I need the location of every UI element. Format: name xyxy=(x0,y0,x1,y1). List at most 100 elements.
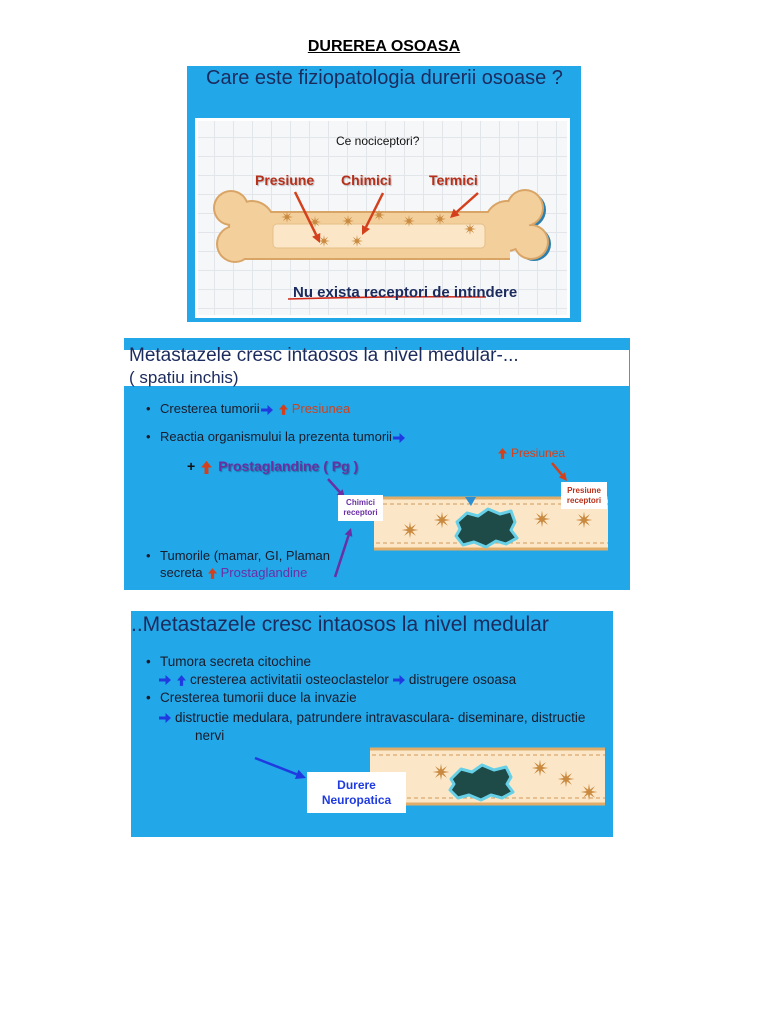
bullet-text: Tumora secreta citochine xyxy=(160,654,312,669)
box-line: receptori xyxy=(343,508,378,517)
bullet-text: Cresterea tumorii xyxy=(160,401,260,416)
arrow-head xyxy=(450,208,460,218)
chemical-receptors-box: Chimici receptori xyxy=(338,495,383,521)
prostaglandin-label: Prostaglandine ( Pg ) xyxy=(218,458,359,474)
star-icon xyxy=(580,783,598,801)
chemical-arrow xyxy=(362,192,385,235)
bone-epiphysis-right xyxy=(485,202,529,250)
pressure-increase-label: Presiunea xyxy=(498,446,565,461)
arrow-head xyxy=(312,233,321,243)
slide-title: ..Metastazele cresc intaosos la nivel me… xyxy=(131,613,549,636)
neuropathic-pain-box: Durere Neuropatica xyxy=(307,772,406,813)
up-arrow-icon xyxy=(177,675,186,686)
bullet-body-reaction: Reactia organismului la prezenta tumorii xyxy=(146,429,409,445)
sub-invasion-effects-continued: nervi xyxy=(195,727,224,744)
slide-physiopathology: Care este fiziopatologia durerii osoase … xyxy=(187,66,581,322)
star-icon xyxy=(351,235,363,247)
star-icon xyxy=(557,770,575,788)
stretch-receptor-note: Nu exista receptori de intindere xyxy=(293,284,518,301)
bullet-tumor-types: Tumorile (mamar, GI, Plaman xyxy=(146,548,330,564)
bone-icon xyxy=(213,189,551,263)
bullet-marker xyxy=(146,690,160,705)
box-line: Presiune xyxy=(567,485,601,495)
arrow-head xyxy=(558,472,567,481)
arrow-head xyxy=(362,225,370,235)
arrow-shaft xyxy=(455,192,479,213)
box-line: Neuropatica xyxy=(321,792,392,807)
star-icon xyxy=(575,511,593,529)
star-icon xyxy=(432,763,450,781)
bullet-marker xyxy=(146,429,160,444)
bone-diagram-panel: Ce nociceptori? Presiune Chimici Termici… xyxy=(195,118,570,318)
bullet-text: Cresterea tumorii duce la invazie xyxy=(160,690,357,705)
pressure-receptors-box: Presiune receptori xyxy=(561,482,607,509)
up-arrow-icon xyxy=(207,568,217,579)
arrow-shaft xyxy=(551,462,563,476)
slide-metastasis-invasion: ..Metastazele cresc intaosos la nivel me… xyxy=(131,611,613,837)
bone-marrow-cavity xyxy=(272,223,486,249)
bullet-text: secreta xyxy=(160,565,203,580)
star-icon xyxy=(433,511,451,529)
slide-title: Care este fiziopatologia durerii osoase … xyxy=(206,67,563,89)
page-title: DUREREA OSOASA xyxy=(307,38,461,55)
sub-result: distrugere osoasa xyxy=(408,672,517,687)
bullet-cytokines: Tumora secreta citochine xyxy=(146,653,311,670)
star-icon xyxy=(342,215,354,227)
right-arrow-icon xyxy=(392,432,405,443)
star-icon xyxy=(281,211,293,223)
sub-invasion-effects: distructie medulara, patrundere intravas… xyxy=(158,709,585,726)
star-icon xyxy=(401,521,419,539)
red-underline xyxy=(287,295,487,300)
right-arrow-icon xyxy=(392,675,405,686)
tumor-blob-icon xyxy=(448,763,515,802)
pressure-arrow xyxy=(293,191,321,243)
bullet-highlight: Prostaglandine xyxy=(220,565,308,580)
box-line: Chimici xyxy=(346,498,375,507)
slide-subtitle: ( spatiu inchis) xyxy=(129,368,239,387)
prostaglandin-increase: + Prostaglandine ( Pg ) xyxy=(187,457,358,475)
up-arrow-icon xyxy=(201,460,213,474)
right-arrow-icon xyxy=(260,404,273,415)
sub-text: cresterea activitatii osteoclastelor xyxy=(190,672,389,687)
bullet-marker xyxy=(146,654,160,669)
sub-text: distructie medulara, patrundere intravas… xyxy=(175,710,586,725)
bullet-tumor-types-continued: secreta Prostaglandine xyxy=(160,565,307,581)
thermal-arrow xyxy=(450,192,479,218)
arrow-head xyxy=(344,528,353,537)
slide3-illustration xyxy=(254,747,605,806)
star-icon xyxy=(531,759,549,777)
nociceptor-question: Ce nociceptori? xyxy=(336,134,420,148)
arrow-shaft xyxy=(254,756,298,776)
neuropathic-pain-arrow xyxy=(254,756,306,779)
arrow-shaft xyxy=(333,535,350,578)
star-icon xyxy=(434,213,446,225)
up-arrow-icon xyxy=(278,404,288,415)
bullet-text: Tumorile (mamar, GI, Plaman xyxy=(160,548,331,563)
label-chemical: Chimici xyxy=(341,172,392,188)
box-line: Durere xyxy=(337,777,376,792)
arrow-shaft xyxy=(293,191,318,236)
label-pressure: Presiune xyxy=(255,172,315,188)
star-icon xyxy=(403,215,415,227)
bullet-marker xyxy=(146,401,160,416)
tumor-blob-icon xyxy=(454,507,519,549)
bullet-text: Reactia organismului la prezenta tumorii xyxy=(160,429,392,444)
pressure-point-marker xyxy=(465,497,476,506)
pressure-label-text: Presiunea xyxy=(511,446,566,460)
bone-diagram xyxy=(213,189,551,300)
box-line: receptori xyxy=(566,495,602,505)
arrow-shaft xyxy=(327,478,341,493)
pressure-arrow xyxy=(551,462,567,481)
title-band xyxy=(124,350,629,386)
star-icon xyxy=(464,223,476,235)
sub-osteoclast-activity: cresterea activitatii osteoclastelor dist… xyxy=(158,671,516,688)
arrow-head xyxy=(294,769,306,779)
star-icon xyxy=(533,510,551,528)
right-arrow-icon xyxy=(159,675,171,686)
plus-sign: + xyxy=(187,458,196,474)
tumor-secretion-arrow xyxy=(333,528,353,578)
slide-title: Metastazele cresc intaosos la nivel medu… xyxy=(129,345,519,366)
bullet-marker xyxy=(146,548,160,563)
up-arrow-icon xyxy=(498,448,507,460)
